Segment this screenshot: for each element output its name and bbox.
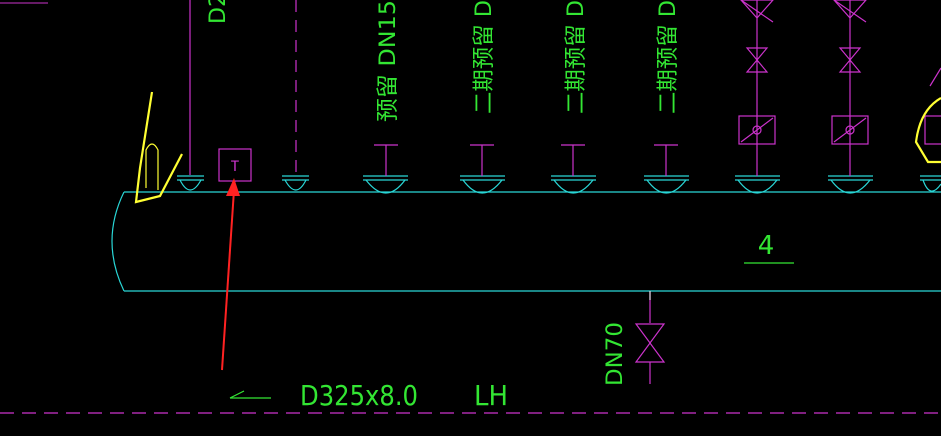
red-arrow [221, 178, 240, 371]
label-top-partial: D2 [206, 0, 231, 24]
instrument-tag: T [231, 159, 240, 175]
nozzle-large-7 [920, 175, 941, 192]
yellow-callout-right [914, 97, 941, 164]
nozzle-large-6 [828, 175, 873, 194]
valve-branch-1 [738, 0, 776, 176]
header-pipe [111, 191, 941, 292]
stub-reserve-a [470, 144, 494, 176]
label-drain: DN70 [603, 322, 628, 386]
nozzle-small-2 [282, 175, 309, 191]
nozzle-large-5 [735, 175, 780, 194]
valve-branch-3-partial [924, 67, 941, 145]
nozzle-large-1 [363, 175, 408, 194]
nozzle-large-4 [644, 175, 689, 194]
stub-dn15 [374, 144, 398, 176]
label-dn15: 预留 DN15 [376, 0, 401, 122]
valve-branch-2 [831, 0, 869, 176]
label-reserve-b: 二期预留 D [564, 0, 589, 114]
item-number: 4 [758, 231, 775, 261]
spec-leader-tick [229, 390, 245, 399]
label-reserve-c: 二期预留 D [656, 0, 681, 114]
yellow-callout-left [134, 91, 183, 204]
nozzle-group [177, 175, 941, 194]
header-code: LH [474, 379, 508, 412]
reserve-stubs [374, 144, 678, 176]
drain-branch [634, 291, 666, 384]
header-spec: D325x8.0 [300, 379, 418, 412]
nozzle-large-3 [551, 175, 596, 194]
stub-reserve-b [561, 144, 585, 176]
label-reserve-a: 二期预留 D [472, 0, 497, 114]
stub-reserve-c [654, 144, 678, 176]
nozzle-small-1 [177, 175, 204, 191]
nozzle-large-2 [460, 175, 505, 194]
